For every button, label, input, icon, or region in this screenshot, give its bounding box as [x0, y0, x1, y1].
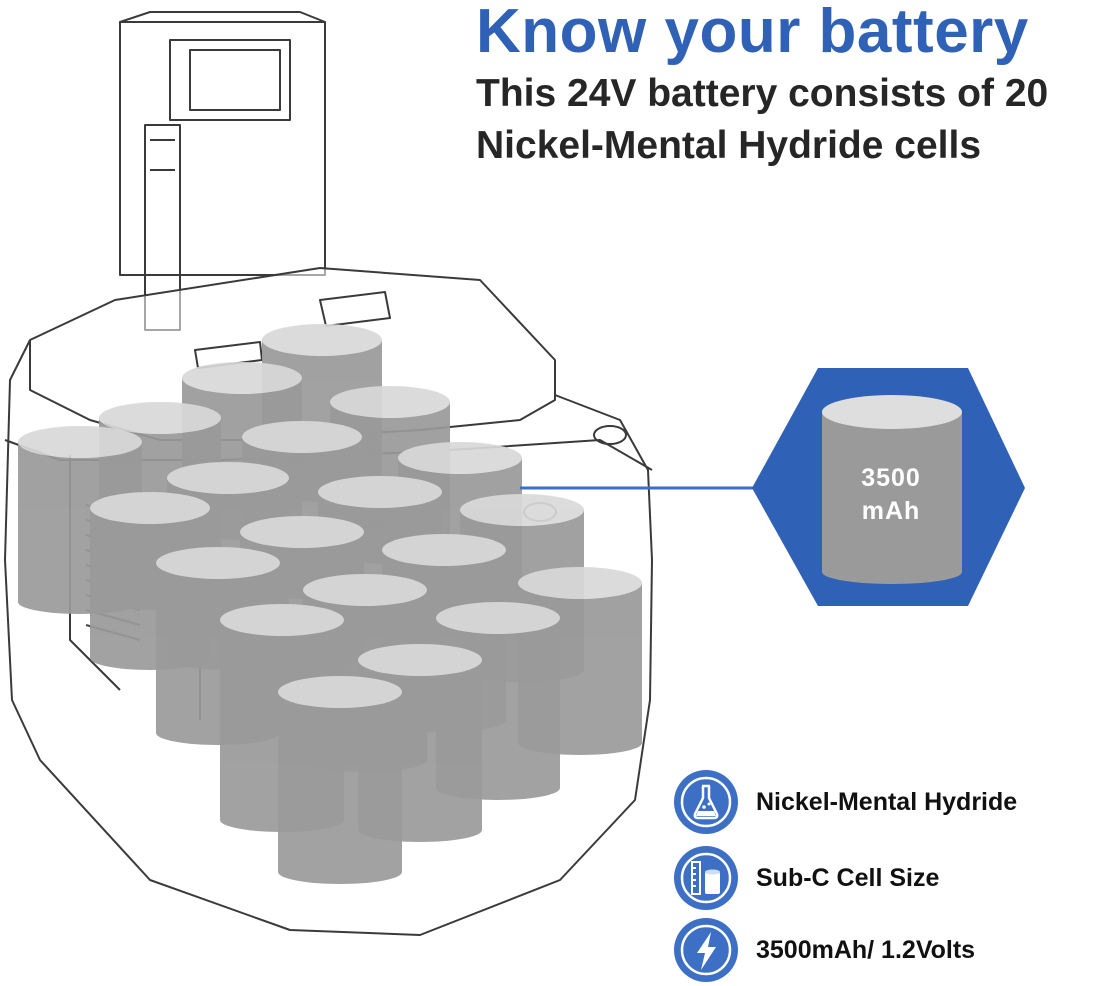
battery-cell	[278, 676, 402, 884]
subtitle-line-2: Nickel-Mental Hydride cells	[476, 124, 982, 167]
page-subtitle: This 24V battery consists of 20 Nickel-M…	[476, 68, 1116, 172]
page-title: Know your battery	[476, 0, 1029, 66]
capacity-unit: mAh	[861, 497, 921, 525]
subtitle-line-1: This 24V battery consists of 20	[476, 72, 1049, 115]
cell-callout-graphic	[822, 395, 962, 584]
battery-cells	[18, 324, 642, 884]
capacity-value: 3500	[861, 464, 921, 492]
capacity-label: 3500 mAh	[826, 462, 956, 528]
